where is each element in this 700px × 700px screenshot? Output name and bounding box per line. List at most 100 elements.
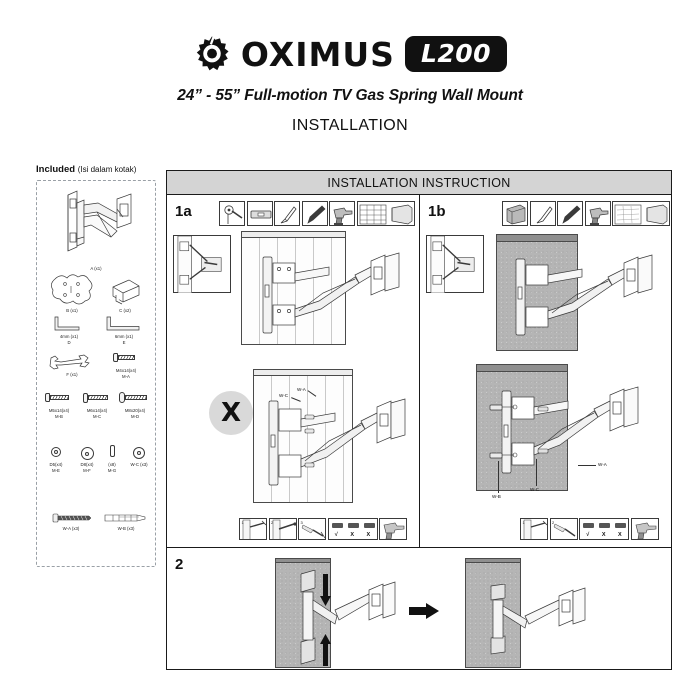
allen-key-icon (99, 315, 149, 333)
callout-w-c: W-C (279, 393, 289, 398)
step-1b-detail-inset (426, 235, 484, 294)
step-2-adjust-arrows (320, 574, 331, 666)
mini-panel-step-2: 2 (552, 520, 555, 525)
included-heading-sub: (Isi dalam kotak) (77, 165, 137, 174)
wall-top-edge-lower (253, 369, 353, 376)
wall-section-icon (612, 201, 670, 226)
step-1b-number: 1b (428, 203, 446, 220)
part-M-A: M4x14(x4) M-A (101, 353, 151, 380)
screwdriver-icon (529, 201, 556, 226)
mini-panel-insert-screw: 2 (268, 518, 297, 540)
part-B: B (x1) (45, 271, 99, 314)
spacer-icon (99, 445, 125, 461)
part-M-B-label: M5x14(x4) M-B (48, 408, 70, 419)
arm-assembly-step2-right (490, 584, 586, 655)
part-W-C-label: W-C (x3) (130, 462, 148, 467)
concrete-wall-lower (476, 371, 568, 491)
included-heading: Included (Isi dalam kotak) (36, 164, 158, 175)
level-icon (246, 201, 273, 226)
part-C: C (x2) (103, 275, 147, 314)
instruction-panel: INSTALLATION INSTRUCTION 1a (166, 170, 672, 670)
mini-panel-plug-check: √ X X (579, 518, 629, 540)
part-W-B: W-B (x3) (99, 511, 153, 532)
part-M-G: (x8) M-G (99, 445, 125, 474)
wood-stud-wall (241, 237, 346, 345)
prohibition-marker: X (209, 391, 253, 435)
part-A-label: A (x1) (90, 266, 102, 271)
step-1b: 1b (420, 195, 671, 547)
mark-check: √ (586, 532, 590, 538)
mini-panel-plug-check: √ X X (327, 518, 378, 540)
callout-w-a: W-A (297, 387, 306, 392)
mini-panel-step-3: 3 (300, 520, 303, 525)
screw-icon (77, 392, 117, 407)
part-F: F (x1) (45, 353, 99, 378)
included-parts-panel: Included (Isi dalam kotak) (36, 164, 158, 567)
page-title: INSTALLATION (291, 117, 409, 134)
gear-logo-icon (193, 35, 231, 73)
concrete-wall-step2-right-edge (465, 558, 521, 563)
arm-assembly-wood-lower (265, 391, 415, 501)
mini-panel-tighten-screw: 3 (298, 518, 326, 540)
part-E-label: 6mm (x1) E (114, 334, 134, 345)
step-1a-mini-strip: 1 2 3 (239, 518, 407, 540)
screw-icon (101, 353, 151, 367)
wall-mount-arm-icon (53, 187, 139, 265)
part-A: A (x1) (53, 187, 139, 272)
callout-w-c: W-C (530, 487, 540, 492)
lag-bolt-icon (45, 511, 97, 525)
concrete-wall-upper (496, 241, 578, 351)
washer-icon (123, 447, 155, 461)
part-M-D-label: M8x20(x4) M-D (124, 408, 146, 419)
allen-key-icon (45, 315, 93, 333)
drill-icon (584, 201, 611, 226)
product-subtitle: 24” - 55” Full-motion TV Gas Spring Wall… (177, 87, 523, 104)
washer-icon (39, 447, 73, 461)
callout-leader-w-a (578, 465, 596, 466)
part-M-B: M5x14(x4) M-B (39, 393, 79, 420)
brand-lockup: OXIMUS L200 (0, 32, 700, 76)
concrete-block-icon (502, 201, 528, 226)
part-M-C-label: M6x14(x4) M-C (86, 408, 108, 419)
mark-check: √ (334, 532, 338, 538)
step-2: 2 (167, 548, 671, 671)
part-M-C: M6x14(x4) M-C (77, 392, 117, 420)
callout-leader-w-b (498, 461, 499, 493)
mark-x-1: X (350, 532, 354, 538)
step-1a: 1a (167, 195, 420, 547)
step-1a-detail-inset (173, 235, 231, 294)
pencil-icon (301, 201, 328, 226)
instruction-panel-title: INSTALLATION INSTRUCTION (167, 171, 671, 195)
arm-assembly-step2-left (300, 570, 396, 665)
step-1a-tool-strip (219, 201, 415, 226)
part-M-G-label: (x8) M-G (107, 462, 117, 473)
concrete-wall-step2-left-edge (275, 558, 331, 563)
washer-icon (70, 447, 104, 461)
callout-w-a: W-A (598, 462, 607, 467)
drill-icon (329, 201, 355, 226)
part-W-A: W-A (x3) (45, 511, 97, 532)
parts-box: A (x1) B (x1) (36, 180, 156, 567)
mini-panel-drill-tool (630, 518, 659, 540)
page-header: OXIMUS L200 24” - 55” Full-motion TV Gas… (0, 32, 700, 135)
step-1b-mini-strip: 1 2 (520, 518, 659, 540)
part-M-A-label: M4x14(x4) M-A (115, 368, 137, 379)
mini-panel-step-1: 1 (241, 520, 244, 525)
part-W-A-label: W-A (x3) (62, 526, 80, 531)
mini-panel-marks: √ X X (580, 532, 628, 538)
step-2-number: 2 (175, 556, 184, 573)
brand-name: OXIMUS (240, 34, 395, 74)
screwdriver-icon (274, 201, 300, 226)
mark-x-1: X (601, 532, 606, 538)
part-M-F: D8(x4) M-F (70, 447, 104, 474)
concrete-wall-lower-top-edge (476, 364, 568, 372)
arm-assembly-concrete-upper (512, 251, 662, 351)
mini-panel-drill-hole: 1 (239, 518, 267, 540)
anchor-insert-arrows (489, 404, 518, 459)
callout-w-b: W-B (492, 494, 501, 499)
part-D: 4mm (x1) D (45, 315, 93, 346)
right-arrow-icon (409, 603, 439, 619)
open-wrench-icon (45, 353, 99, 371)
instruction-row-1: 1a (167, 195, 671, 548)
mini-panel-step-1: 1 (522, 520, 525, 525)
